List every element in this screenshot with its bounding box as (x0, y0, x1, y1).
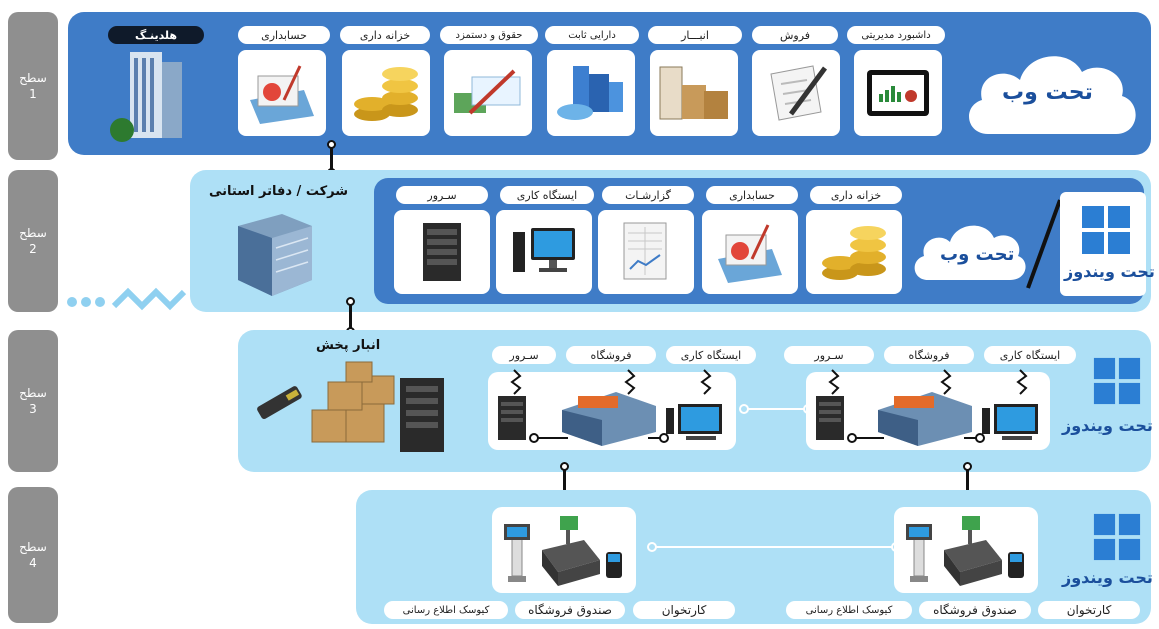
tile-payroll (444, 50, 532, 136)
module-label-accounting: حسابداری (238, 26, 330, 44)
tile-warehouse (650, 50, 738, 136)
module-label-server-l2: سـرور (396, 186, 488, 204)
connector-line (563, 468, 566, 502)
module-label-accounting-l2: حسابداری (706, 186, 798, 204)
server-label-right: سـرور (784, 346, 874, 364)
store-network-right (816, 369, 1038, 446)
windows-label: تحت ویندوز (1062, 416, 1153, 435)
tile-accounting (238, 50, 326, 136)
connector-node (963, 462, 972, 471)
store-label-left: فروشگاه (566, 346, 656, 364)
windows-label: تحت ویندوز (1064, 262, 1155, 281)
module-label-sales: فروش (752, 26, 838, 44)
kiosk-label-right: کیوسک اطلاع رسانی (786, 601, 912, 619)
cloud-icon (969, 56, 1136, 134)
pos-link (647, 542, 901, 552)
module-label-workstation-l2: ایستگاه کاری (500, 186, 594, 204)
windows-label: تحت ویندوز (1062, 568, 1153, 587)
store-link (739, 404, 813, 414)
module-label-treasury: خزانه داری (340, 26, 430, 44)
dashboard-tablet-icon (867, 70, 929, 116)
windows-icon (1093, 513, 1141, 561)
level-tab-label: سطح (19, 540, 47, 554)
level-tab-label: سطح (19, 71, 47, 85)
tile-treasury-l2 (806, 210, 902, 294)
pos-group-left (504, 516, 622, 586)
cloud-label: تحت وب (940, 244, 1015, 265)
pos-group-right (906, 516, 1024, 586)
module-label-fixed-assets: دارایی ثابت (545, 26, 639, 44)
level-tab-number: 3 (29, 402, 37, 416)
card-reader-label-left: کارتخوان (633, 601, 735, 619)
pos-label-right: صندوق فروشگاه (919, 601, 1031, 619)
tile-reports-l2 (598, 210, 694, 294)
payroll-check-icon (454, 69, 521, 115)
warehouse-label: انبار پخش (316, 338, 381, 353)
workstation-label-left: ایستگاه کاری (666, 346, 756, 364)
windows-icon (1082, 206, 1130, 254)
warehouse-boxes-icon (659, 66, 728, 120)
connector-node (327, 140, 336, 149)
holding-label: هلدینـگ (108, 26, 204, 44)
distribution-warehouse-icon (257, 361, 444, 452)
kiosk-label-left: کیوسک اطلاع رسانی (384, 601, 508, 619)
connector-node (560, 462, 569, 471)
accounting-chart-icon (250, 65, 314, 124)
holding-building-icon (110, 52, 182, 142)
server-icon (423, 223, 461, 281)
module-label-payroll: حقوق و دستمزد (440, 26, 538, 44)
coins-icon (822, 226, 886, 280)
module-label-warehouse: انبـــار (648, 26, 742, 44)
level-tab-4: سطح 4 (8, 487, 58, 623)
coins-icon (354, 67, 418, 121)
cloud-icon (914, 225, 1026, 280)
divider-slash (1026, 199, 1062, 289)
continuation-dots (67, 287, 187, 311)
level-tab-number: 1 (29, 87, 37, 101)
tile-workstation-l2 (496, 210, 592, 294)
connector-line (349, 303, 352, 333)
level-tab-number: 4 (29, 556, 37, 570)
workstation-label-right: ایستگاه کاری (984, 346, 1076, 364)
connector-line (330, 146, 333, 174)
connector-node (346, 297, 355, 306)
level-tab-label: سطح (19, 226, 47, 240)
cloud-label: تحت وب (1002, 80, 1093, 105)
level-tab-1: سطح 1 (8, 12, 58, 160)
tile-sales (752, 50, 840, 136)
level-tab-2: سطح 2 (8, 170, 58, 312)
level-tab-3: سطح 3 (8, 330, 58, 472)
tile-accounting-l2 (702, 210, 798, 294)
sales-document-icon (770, 65, 828, 121)
workstation-monitor-icon (513, 228, 575, 272)
tile-fixed-assets (547, 50, 635, 136)
branch-label: شرکت / دفاتر استانی (209, 184, 349, 199)
report-sheet-icon (623, 222, 667, 280)
buildings-car-icon (557, 66, 623, 120)
connector-line (966, 468, 969, 502)
server-label-left: سـرور (492, 346, 556, 364)
office-building-icon (238, 214, 312, 296)
store-label-right: فروشگاه (884, 346, 974, 364)
store-network-left (498, 369, 722, 446)
tile-server-l2 (394, 210, 490, 294)
module-label-reports-l2: گزارشـات (602, 186, 694, 204)
tile-treasury (342, 50, 430, 136)
level-tab-label: سطح (19, 386, 47, 400)
card-reader-label-right: کارتخوان (1038, 601, 1140, 619)
pos-label-left: صندوق فروشگاه (515, 601, 625, 619)
windows-icon (1093, 357, 1141, 405)
module-label-treasury-l2: خزانه داری (810, 186, 902, 204)
tile-dashboard (854, 50, 942, 136)
level-tab-number: 2 (29, 242, 37, 256)
module-label-dashboard: داشبورد مدیریتی (847, 26, 945, 44)
accounting-chart-icon (718, 224, 782, 283)
